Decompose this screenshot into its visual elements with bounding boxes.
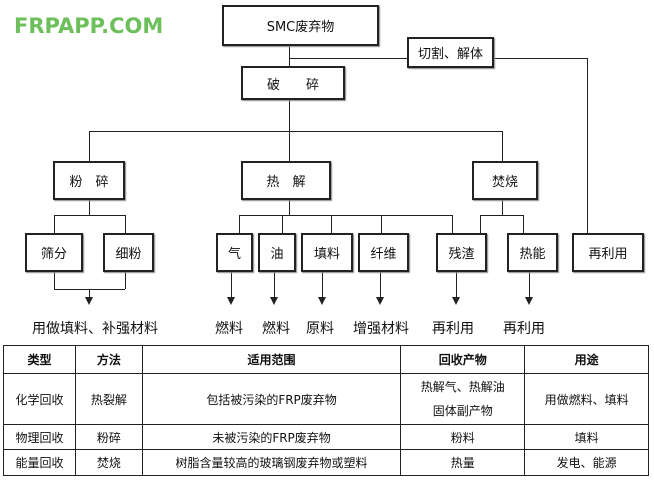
output-label: 原料 bbox=[306, 321, 334, 337]
arrow-down-icon bbox=[452, 297, 460, 305]
connector bbox=[493, 58, 587, 59]
cell: 化学回收 bbox=[3, 373, 76, 425]
node-incineration: 焚烧 bbox=[472, 161, 538, 200]
output-label: 再利用 bbox=[503, 321, 545, 337]
connector bbox=[381, 215, 382, 233]
arrow-down-icon bbox=[227, 297, 235, 305]
arrow-down-icon bbox=[85, 297, 93, 305]
table-row: 化学回收 热裂解 包括被污染的FRP废弃物 热解气、热解油固体副产物 用做燃料、… bbox=[3, 373, 649, 425]
connector bbox=[289, 99, 290, 161]
cell: 焚烧 bbox=[74, 449, 143, 476]
connector bbox=[282, 215, 283, 233]
connector bbox=[523, 215, 524, 233]
output-label: 用做填料、补强材料 bbox=[32, 321, 158, 337]
cell: 用做燃料、填料 bbox=[524, 373, 649, 425]
connector bbox=[89, 131, 90, 161]
output-label: 燃料 bbox=[215, 321, 243, 337]
node-grind: 粉 碎 bbox=[53, 161, 125, 200]
table-row: 能量回收 焚烧 树脂含量较高的玻璃钢废弃物或塑料 热量 发电、能源 bbox=[3, 449, 649, 476]
connector bbox=[125, 271, 126, 289]
cell: 未被污染的FRP废弃物 bbox=[141, 424, 402, 450]
arrow-down-icon bbox=[318, 297, 326, 305]
connector bbox=[380, 271, 381, 299]
cell: 物理回收 bbox=[3, 424, 76, 450]
node-heat-energy: 热能 bbox=[507, 233, 558, 272]
cell-line: 热解气、热解油 bbox=[420, 380, 505, 394]
connector bbox=[331, 215, 332, 233]
node-fiber: 纤维 bbox=[358, 233, 409, 272]
connector bbox=[239, 215, 452, 216]
connector bbox=[502, 131, 503, 161]
connector bbox=[587, 58, 588, 233]
recycling-methods-table: 类型 方法 适用范围 回收产物 用途 化学回收 热裂解 包括被污染的FRP废弃物… bbox=[3, 345, 649, 476]
cell-line: 固体副产物 bbox=[432, 404, 493, 418]
header-products: 回收产物 bbox=[400, 345, 526, 374]
connector bbox=[89, 289, 90, 299]
connector bbox=[322, 271, 323, 299]
connector bbox=[54, 271, 55, 289]
header-method: 方法 bbox=[74, 345, 143, 374]
connector bbox=[480, 215, 481, 233]
node-oil: 油 bbox=[258, 233, 296, 272]
output-label: 再利用 bbox=[432, 321, 474, 337]
node-residue: 残渣 bbox=[436, 233, 487, 272]
connector bbox=[452, 215, 453, 233]
arrow-down-icon bbox=[376, 297, 384, 305]
header-scope: 适用范围 bbox=[141, 345, 402, 374]
node-reuse: 再利用 bbox=[572, 233, 644, 272]
connector bbox=[289, 199, 290, 215]
header-use: 用途 bbox=[524, 345, 649, 374]
connector bbox=[529, 271, 530, 299]
cell: 能量回收 bbox=[3, 449, 76, 476]
connector bbox=[89, 131, 502, 132]
node-fine-powder: 细粉 bbox=[103, 233, 154, 272]
connector bbox=[239, 215, 240, 233]
cell: 热量 bbox=[400, 449, 526, 476]
node-crush: 破 碎 bbox=[241, 66, 345, 100]
connector bbox=[54, 215, 55, 233]
cell: 热裂解 bbox=[74, 373, 143, 425]
cell: 填料 bbox=[524, 424, 649, 450]
cell: 粉料 bbox=[400, 424, 526, 450]
connector bbox=[231, 271, 232, 299]
cell: 树脂含量较高的玻璃钢废弃物或塑料 bbox=[141, 449, 402, 476]
connector bbox=[502, 199, 503, 215]
connector bbox=[289, 45, 290, 66]
arrow-down-icon bbox=[525, 297, 533, 305]
arrow-down-icon bbox=[270, 297, 278, 305]
table-row: 物理回收 粉碎 未被污染的FRP废弃物 粉料 填料 bbox=[3, 424, 649, 450]
node-gas: 气 bbox=[216, 233, 253, 272]
output-label: 增强材料 bbox=[353, 321, 409, 337]
output-label: 燃料 bbox=[262, 321, 290, 337]
connector bbox=[289, 58, 407, 59]
cell: 粉碎 bbox=[74, 424, 143, 450]
connector bbox=[54, 215, 125, 216]
node-cut-dismantle: 切割、解体 bbox=[407, 37, 494, 68]
node-sieve: 筛分 bbox=[25, 233, 83, 272]
cell: 包括被污染的FRP废弃物 bbox=[141, 373, 402, 425]
watermark: FRPAPP.COM bbox=[14, 14, 164, 38]
connector bbox=[125, 215, 126, 233]
header-type: 类型 bbox=[3, 345, 76, 374]
table-header-row: 类型 方法 适用范围 回收产物 用途 bbox=[3, 345, 649, 374]
connector bbox=[480, 215, 523, 216]
node-smc-waste: SMC废弃物 bbox=[222, 5, 379, 46]
connector bbox=[274, 271, 275, 299]
connector bbox=[456, 271, 457, 299]
node-pyrolysis: 热 解 bbox=[241, 161, 331, 200]
node-filler: 填料 bbox=[301, 233, 353, 272]
connector bbox=[89, 199, 90, 215]
cell: 发电、能源 bbox=[524, 449, 649, 476]
cell: 热解气、热解油固体副产物 bbox=[400, 373, 526, 425]
